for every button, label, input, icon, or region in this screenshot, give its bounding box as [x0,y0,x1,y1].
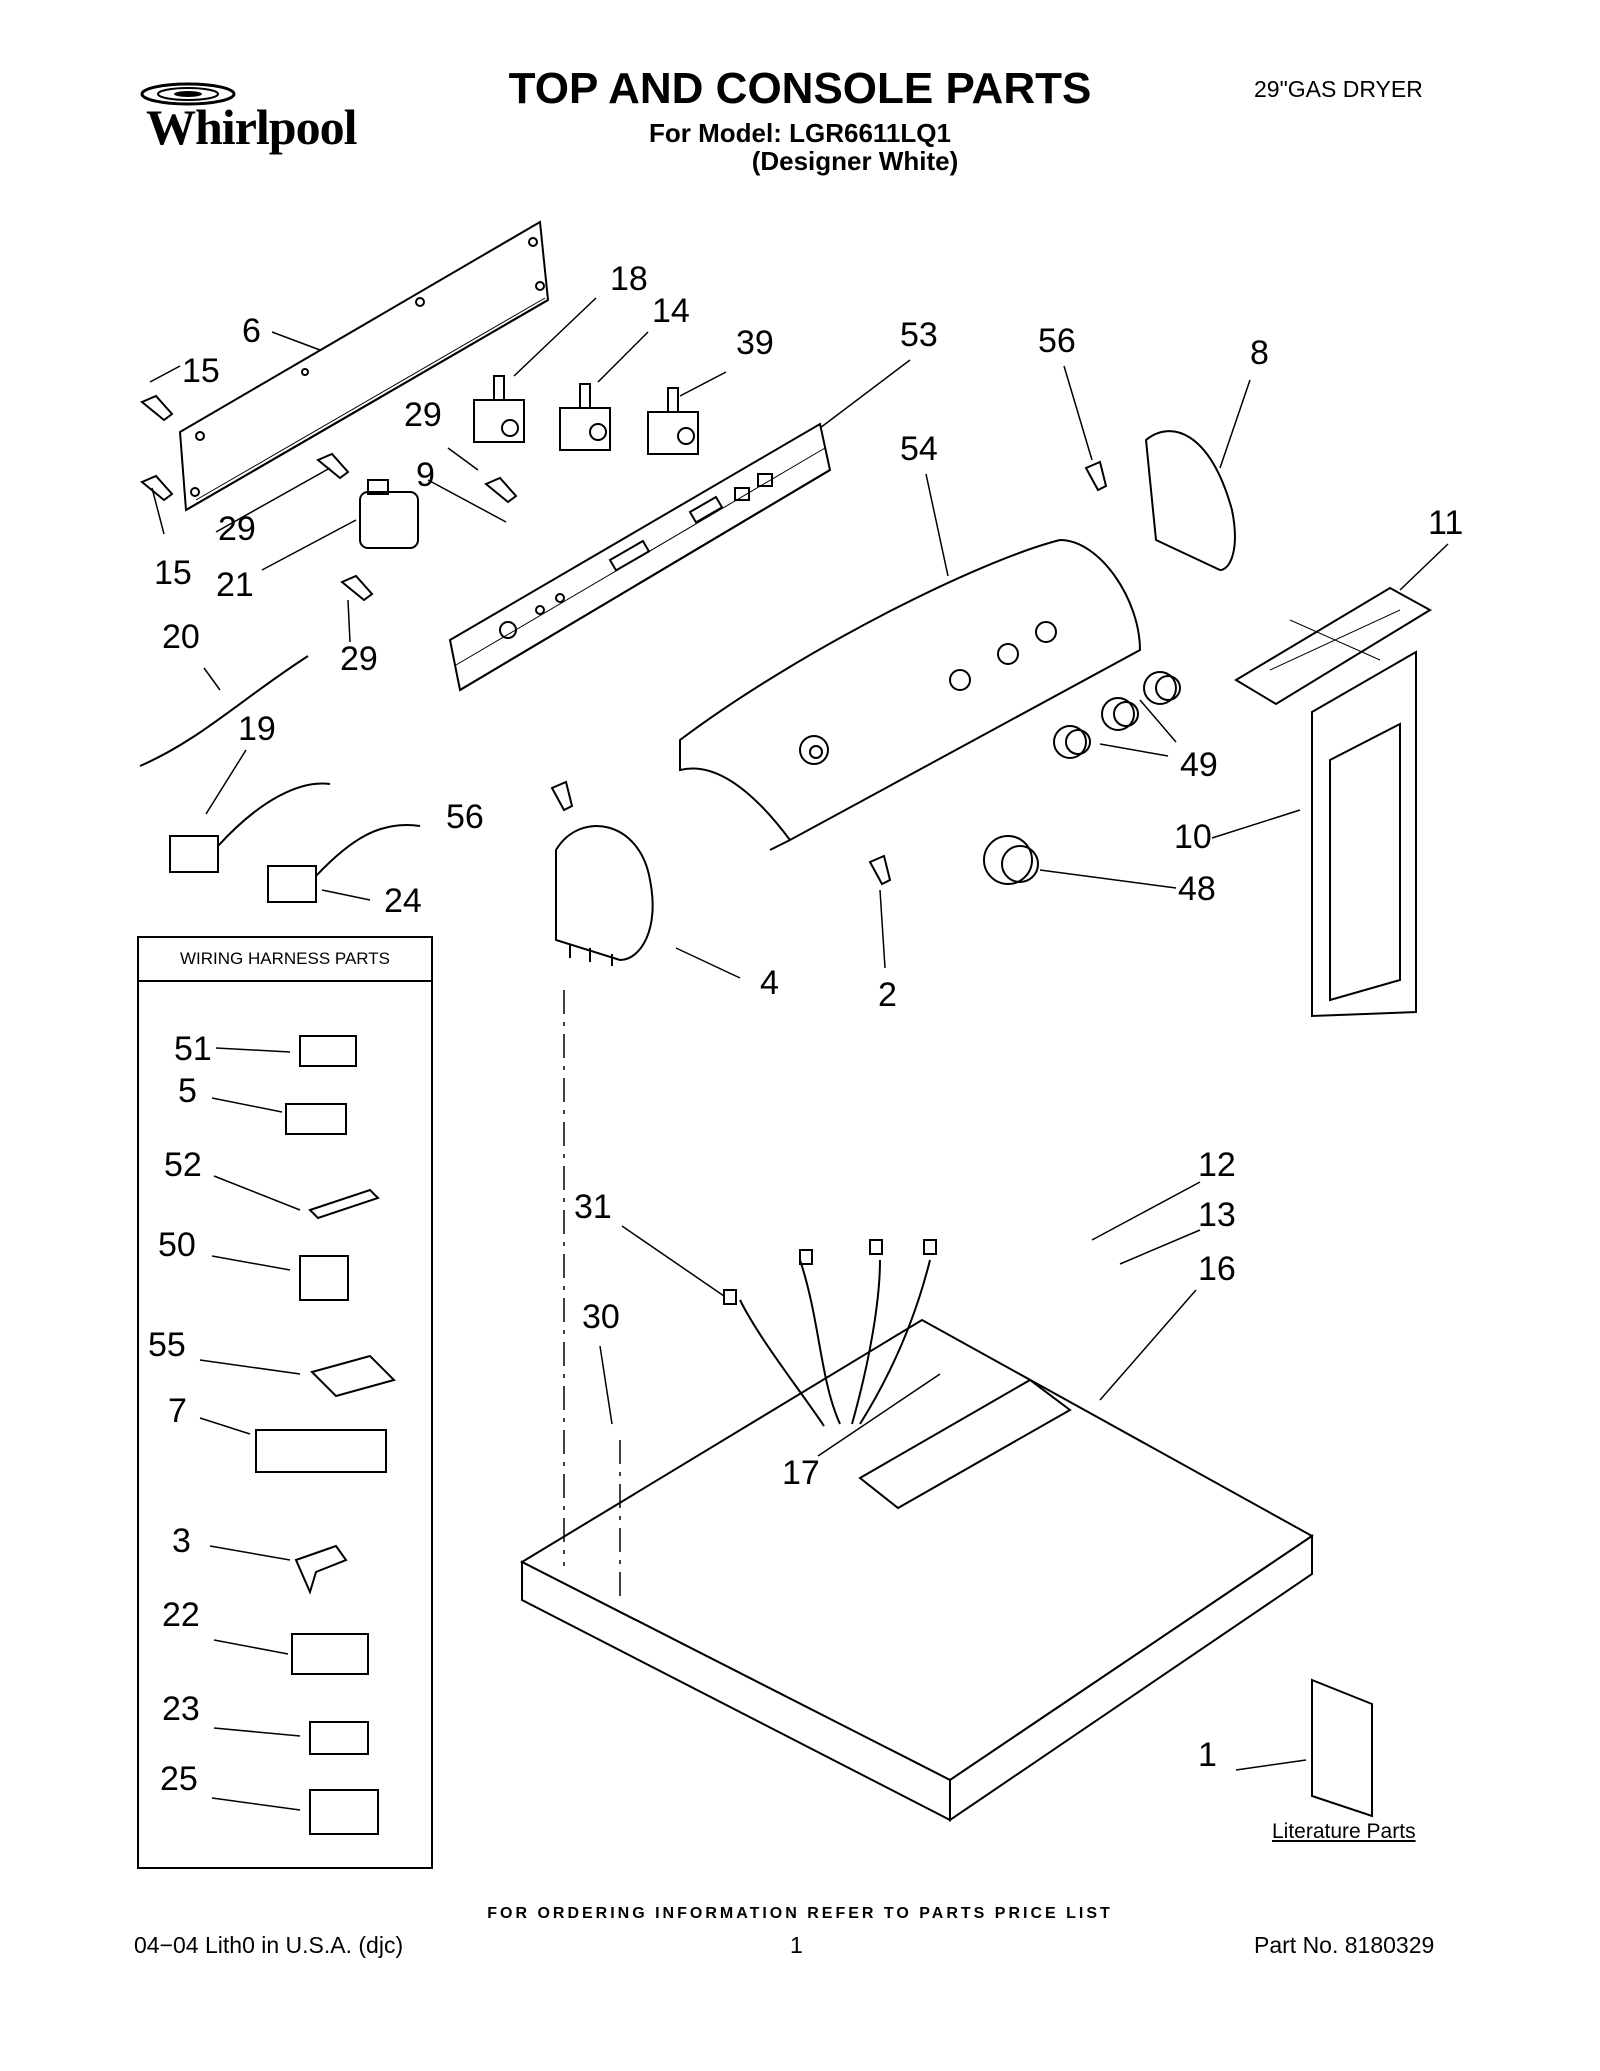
callout-15a: 15 [182,352,220,390]
callout-56b: 56 [446,798,484,836]
callout-14: 14 [652,292,690,330]
part-timer [359,479,419,549]
literature-parts-label: Literature Parts [1272,1820,1416,1843]
whirlpool-logo: Whirlpool [128,78,378,168]
callout-15b: 15 [154,554,192,592]
color-line: (Designer White) [751,146,959,176]
callout-24: 24 [384,882,422,920]
callout-2: 2 [878,976,897,1014]
callout-53: 53 [900,316,938,354]
leader-lines [149,297,1449,1811]
wiring-harness-box [137,936,433,1869]
callout-13: 13 [1198,1196,1236,1234]
callout-labels: 1 2 3 4 5 6 7 8 9 10 11 12 13 14 15 15 1… [148,260,1463,1798]
callout-52: 52 [164,1146,202,1184]
ordering-note: FOR ORDERING INFORMATION REFER TO PARTS … [487,1905,1113,1922]
harness-box-parts [255,1035,396,1835]
part-knobs [983,671,1181,885]
callout-51: 51 [174,1030,212,1068]
callout-4: 4 [760,964,779,1002]
part-endcaps [555,430,1236,966]
part-top-panel [519,1318,1314,1822]
callout-19: 19 [238,710,276,748]
page-number: 1 [790,1932,803,1958]
callout-39: 39 [736,324,774,362]
callout-20: 20 [162,618,200,656]
part-console [679,538,1142,851]
callout-8: 8 [1250,334,1269,372]
callout-16: 16 [1198,1250,1236,1288]
callout-18: 18 [610,260,648,298]
callout-6: 6 [242,312,261,350]
callout-29c: 29 [340,640,378,678]
callout-56a: 56 [1038,322,1076,360]
callout-1: 1 [1198,1736,1217,1774]
model-line: For Model: LGR6611LQ1 [649,118,951,148]
callout-9: 9 [416,456,435,494]
part-wire-harnesses [139,655,421,903]
callout-31: 31 [574,1188,612,1226]
part-number: Part No. 8180329 [1254,1932,1435,1958]
part-rear-panel [178,220,550,512]
callout-30: 30 [582,1298,620,1336]
callout-55: 55 [148,1326,186,1364]
callout-7: 7 [168,1392,187,1430]
callout-17: 17 [782,1454,820,1492]
callout-50: 50 [158,1226,196,1264]
page-title: TOP AND CONSOLE PARTS [508,64,1092,113]
part-literature [1311,1678,1373,1818]
callout-12: 12 [1198,1146,1236,1184]
print-info: 04−04 Lith0 in U.S.A. (djc) [134,1932,404,1958]
part-screws [140,394,1108,886]
callout-3: 3 [172,1522,191,1560]
callout-25: 25 [160,1760,198,1798]
callout-10: 10 [1174,818,1212,856]
logo-swirl-icon [140,82,236,106]
callout-11: 11 [1428,504,1463,542]
appliance-type: 29"GAS DRYER [1254,76,1423,102]
callout-29b: 29 [218,510,256,548]
part-switches [473,375,699,455]
callout-48: 48 [1178,870,1216,908]
callout-5: 5 [178,1072,197,1110]
part-lint-filter [1234,586,1432,1018]
wiring-harness-title: WIRING HARNESS PARTS [137,936,433,982]
callout-22: 22 [162,1596,200,1634]
part-harness-31 [723,1239,937,1427]
callout-49: 49 [1180,746,1218,784]
callout-21: 21 [216,566,254,604]
callout-29a: 29 [404,396,442,434]
callout-23: 23 [162,1690,200,1728]
callout-54: 54 [900,430,938,468]
logo-text: Whirlpool [146,99,357,155]
part-console-bracket [448,422,832,692]
